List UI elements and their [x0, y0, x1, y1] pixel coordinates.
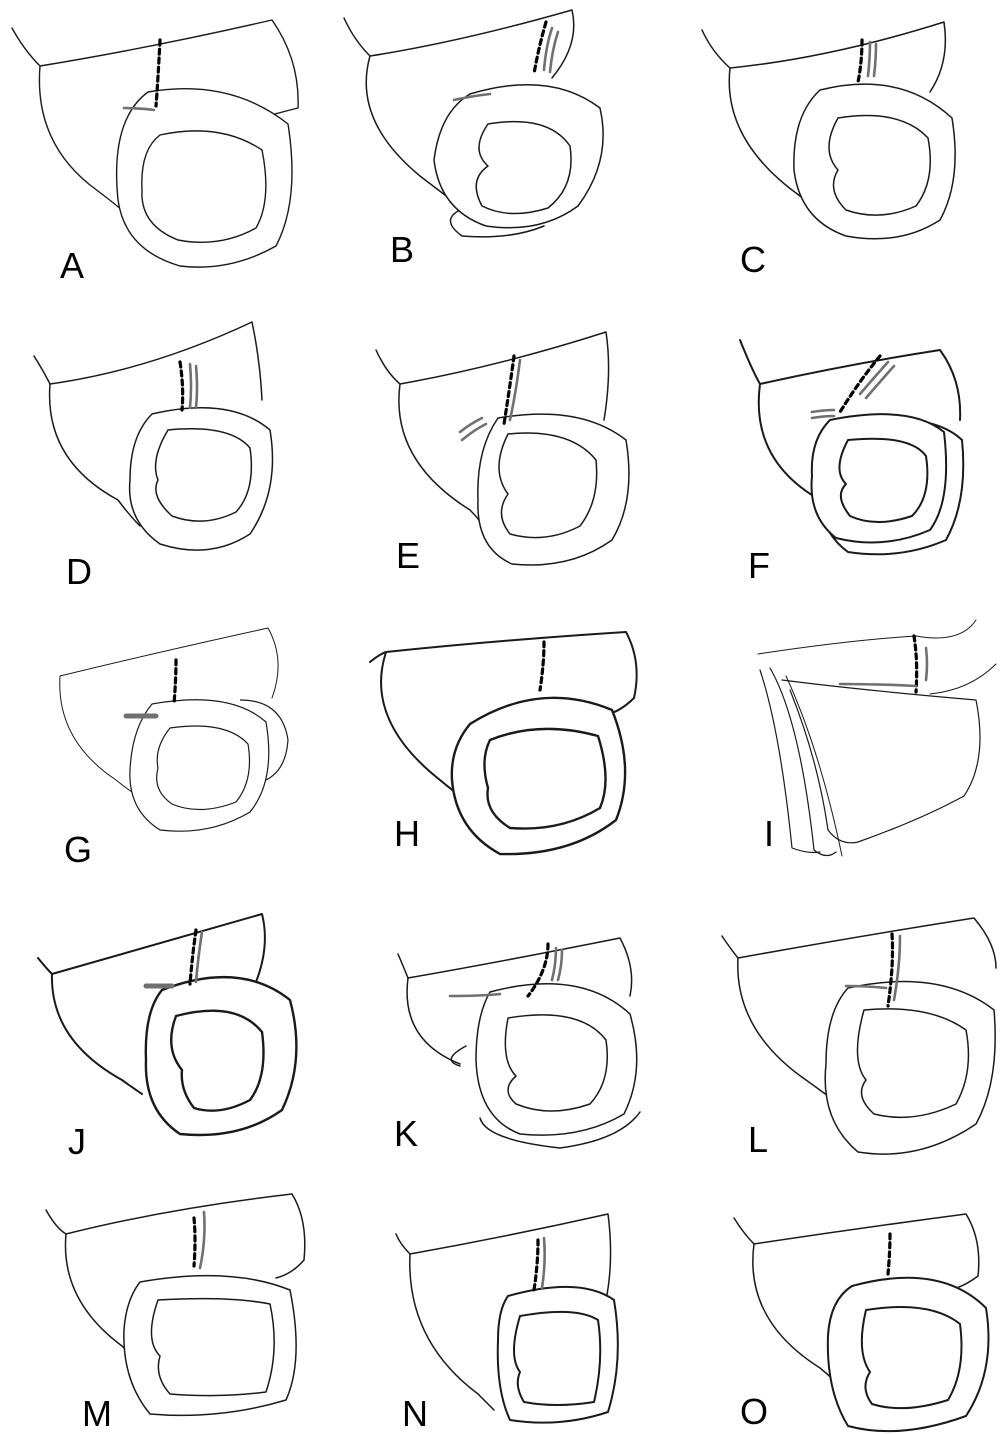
panel-label-a: A [60, 245, 84, 286]
panel-i: I [758, 620, 996, 856]
panel-o: O [734, 1214, 989, 1432]
panel-h: H [370, 632, 637, 854]
panel-label-d: D [66, 551, 92, 592]
panel-label-g: G [64, 829, 92, 870]
panel-g: G [60, 628, 288, 870]
panel-label-e: E [396, 535, 420, 576]
panel-m: M [46, 1194, 305, 1434]
panel-n: N [396, 1214, 618, 1434]
panel-c: C [702, 22, 955, 280]
panel-label-c: C [740, 239, 766, 280]
panel-a: A [12, 20, 298, 286]
panel-label-n: N [402, 1393, 428, 1434]
panel-f: F [740, 340, 963, 586]
panel-label-f: F [748, 545, 770, 586]
panel-label-l: L [748, 1119, 768, 1160]
panel-e: E [376, 332, 629, 576]
panel-label-b: B [390, 229, 414, 270]
panel-label-o: O [740, 1391, 768, 1432]
panel-b: B [344, 10, 603, 270]
panel-label-i: I [764, 813, 774, 854]
panel-label-m: M [82, 1393, 112, 1434]
panel-d: D [34, 322, 273, 592]
panel-label-j: J [68, 1121, 86, 1162]
panel-label-k: K [394, 1113, 418, 1154]
panel-l: L [722, 918, 996, 1160]
panel-j: J [38, 914, 296, 1162]
panel-k: K [394, 938, 640, 1154]
panel-label-h: H [394, 813, 420, 854]
